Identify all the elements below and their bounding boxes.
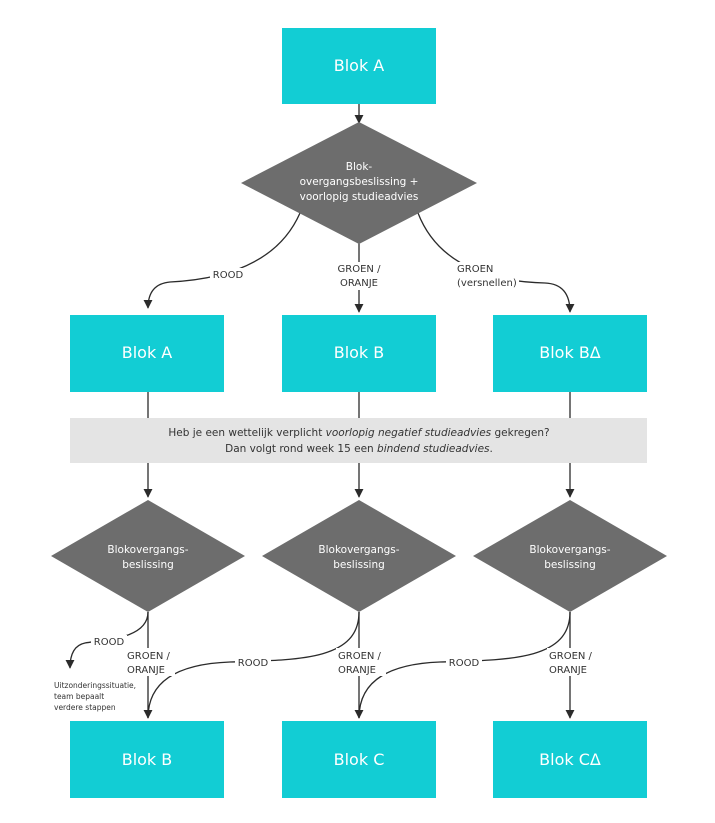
block-r1-right-label: Blok BΔ (539, 343, 601, 362)
decision-left: Blokovergangs- beslissing (51, 500, 245, 612)
block-r1-right: Blok BΔ (493, 315, 647, 392)
label-groen-mid-1: GROEN / (338, 651, 382, 662)
decision-mid: Blokovergangs- beslissing (262, 500, 456, 612)
exception-note: Uitzonderingssituatie, team bepaalt verd… (54, 681, 136, 712)
block-r3-mid: Blok C (282, 721, 436, 798)
edge-left-rood-exception (65, 611, 149, 669)
block-r1-left-label: Blok A (122, 343, 173, 362)
exception-note-line3: verdere stappen (54, 703, 116, 712)
decision-left-line2: beslissing (122, 559, 174, 571)
exception-note-line2: team bepaalt (54, 692, 104, 701)
banner-line2: Dan volgt rond week 15 een bindend studi… (225, 443, 493, 455)
decision-top-line2: overgangsbeslissing + (300, 176, 419, 188)
block-r1-left: Blok A (70, 315, 224, 392)
label-versnellen-2: (versnellen) (457, 278, 517, 289)
block-r3-left-label: Blok B (122, 750, 173, 769)
decision-top: Blok- overgangsbeslissing + voorlopig st… (241, 122, 477, 244)
edge-rood-left (143, 212, 301, 309)
decision-right-line2: beslissing (544, 559, 596, 571)
label-versnellen-1: GROEN (457, 264, 493, 275)
block-top: Blok A (282, 28, 436, 104)
block-r3-right-label: Blok CΔ (539, 750, 601, 769)
decision-top-line1: Blok- (346, 161, 373, 173)
decision-mid-line2: beslissing (333, 559, 385, 571)
block-r1-mid: Blok B (282, 315, 436, 392)
label-groen-left-1: GROEN / (127, 651, 171, 662)
block-top-label: Blok A (334, 56, 385, 75)
decision-top-line3: voorlopig studieadvies (300, 191, 419, 203)
label-rood-left: ROOD (94, 637, 125, 648)
label-rood-right: ROOD (449, 658, 480, 669)
edge-right-rood (358, 611, 571, 719)
label-oranje-left-2: ORANJE (127, 665, 165, 676)
decision-right: Blokovergangs- beslissing (473, 500, 667, 612)
label-oranje-mid-2: ORANJE (338, 665, 376, 676)
label-oranje-top-2: ORANJE (340, 278, 378, 289)
label-oranje-right-2: ORANJE (549, 665, 587, 676)
label-rood-mid: ROOD (238, 658, 269, 669)
block-r1-mid-label: Blok B (334, 343, 385, 362)
block-r3-mid-label: Blok C (334, 750, 385, 769)
banner-line1: Heb je een wettelijk verplicht voorlopig… (168, 427, 549, 439)
info-banner: Heb je een wettelijk verplicht voorlopig… (70, 418, 647, 463)
decision-mid-line1: Blokovergangs- (318, 544, 399, 556)
decision-left-line1: Blokovergangs- (107, 544, 188, 556)
decision-right-line1: Blokovergangs- (529, 544, 610, 556)
label-groen-top-1: GROEN / (338, 264, 382, 275)
edge-mid-rood (147, 611, 360, 719)
label-rood-top: ROOD (213, 270, 244, 281)
edge-groen-versnellen-right (417, 212, 575, 313)
block-r3-right: Blok CΔ (493, 721, 647, 798)
exception-note-line1: Uitzonderingssituatie, (54, 681, 136, 690)
label-groen-right-1: GROEN / (549, 651, 593, 662)
block-r3-left: Blok B (70, 721, 224, 798)
